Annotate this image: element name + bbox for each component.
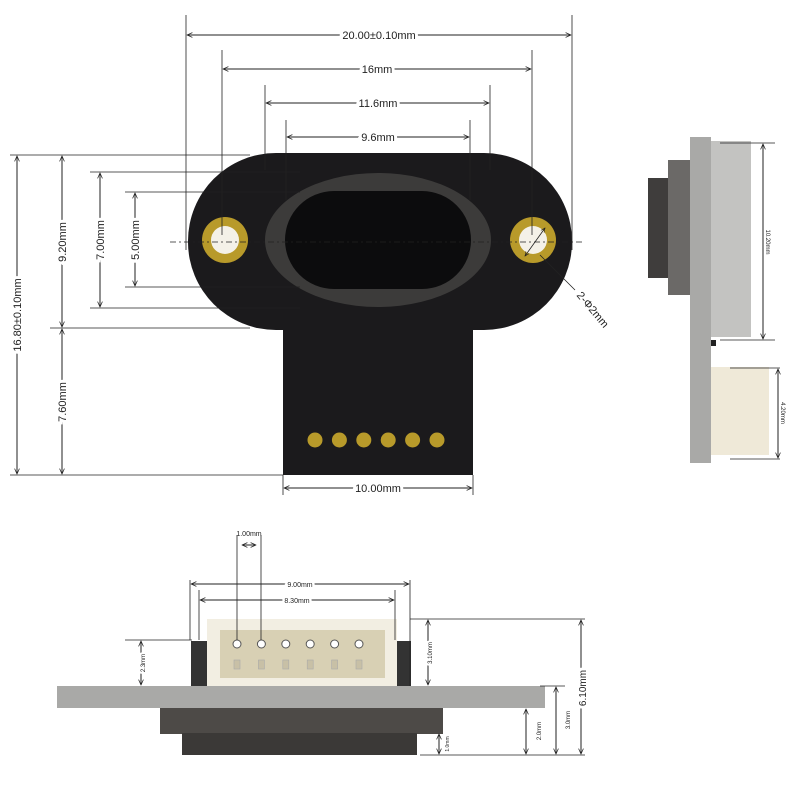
dim-connector-outer-width: 9.00mm — [287, 582, 312, 589]
connector-pin — [354, 639, 364, 670]
dim-width-overall: 20.00±0.10mm — [342, 30, 415, 42]
front-lens-base — [160, 708, 443, 734]
dim-block-height: 10.20mm — [764, 229, 770, 254]
sensor-window — [285, 191, 471, 289]
connector-pin — [305, 639, 315, 670]
solder-pad — [331, 432, 347, 448]
dim-left-height: 2.3mm — [141, 654, 147, 672]
front-view: 1.00mm 9.00mm 8.30mm 2.3mm 3.10mm 6.10mm… — [57, 531, 592, 756]
dim-window-inner-height: 5.00mm — [130, 220, 142, 260]
side-connector — [711, 367, 769, 455]
solder-pad — [380, 432, 396, 448]
connector-body — [220, 630, 385, 678]
dim-tail-height: 7.60mm — [57, 382, 69, 422]
connector-pins — [232, 639, 364, 670]
side-block — [711, 141, 751, 337]
dim-lens-step: 1.0mm — [445, 736, 451, 751]
front-lens-outer — [182, 733, 417, 755]
side-pcb — [690, 137, 711, 463]
dim-total-height: 6.10mm — [578, 670, 589, 706]
connector-pin — [232, 639, 242, 670]
extension-lines — [10, 15, 573, 495]
solder-pad — [356, 432, 372, 448]
connector-side-left — [191, 641, 210, 686]
solder-pad — [429, 432, 445, 448]
dim-oval-height: 9.20mm — [57, 222, 69, 262]
side-lens-base — [668, 160, 692, 295]
top-view: 20.00±0.10mm 16mm 11.6mm 9.6mm 16.80±0.1… — [9, 15, 611, 498]
dim-lens-height-a: 2.0mm — [537, 722, 543, 740]
mounting-hole-right — [510, 217, 556, 263]
dim-lens-height-b: 3.0mm — [566, 711, 572, 729]
connector-side-right — [396, 641, 411, 686]
solder-pad — [405, 432, 421, 448]
dim-connector-height: 3.10mm — [428, 642, 434, 664]
dim-window-outer-height: 7.00mm — [95, 220, 107, 260]
solder-pads — [307, 432, 445, 448]
dim-connector-inner-width: 8.30mm — [284, 598, 309, 605]
hole-callout: 2-Φ2mm — [574, 290, 611, 331]
side-component — [711, 340, 716, 346]
dim-height-overall: 16.80±0.10mm — [12, 278, 24, 351]
mounting-hole-left — [202, 217, 248, 263]
dim-hole-spacing: 16mm — [362, 64, 393, 76]
dim-window-outer-width: 11.6mm — [359, 98, 398, 110]
front-pcb — [57, 686, 545, 708]
connector-pin — [281, 639, 291, 670]
dim-window-inner-width: 9.6mm — [361, 132, 395, 144]
dim-pin-pitch: 1.00mm — [236, 531, 261, 538]
side-lens-outer — [648, 178, 670, 278]
solder-pad — [307, 432, 323, 448]
side-view: 10.20mm 4.20mm — [648, 137, 787, 463]
dim-connector-height: 4.20mm — [779, 402, 785, 424]
connector-pin — [330, 639, 340, 670]
dim-tail-width: 10.00mm — [355, 483, 401, 495]
